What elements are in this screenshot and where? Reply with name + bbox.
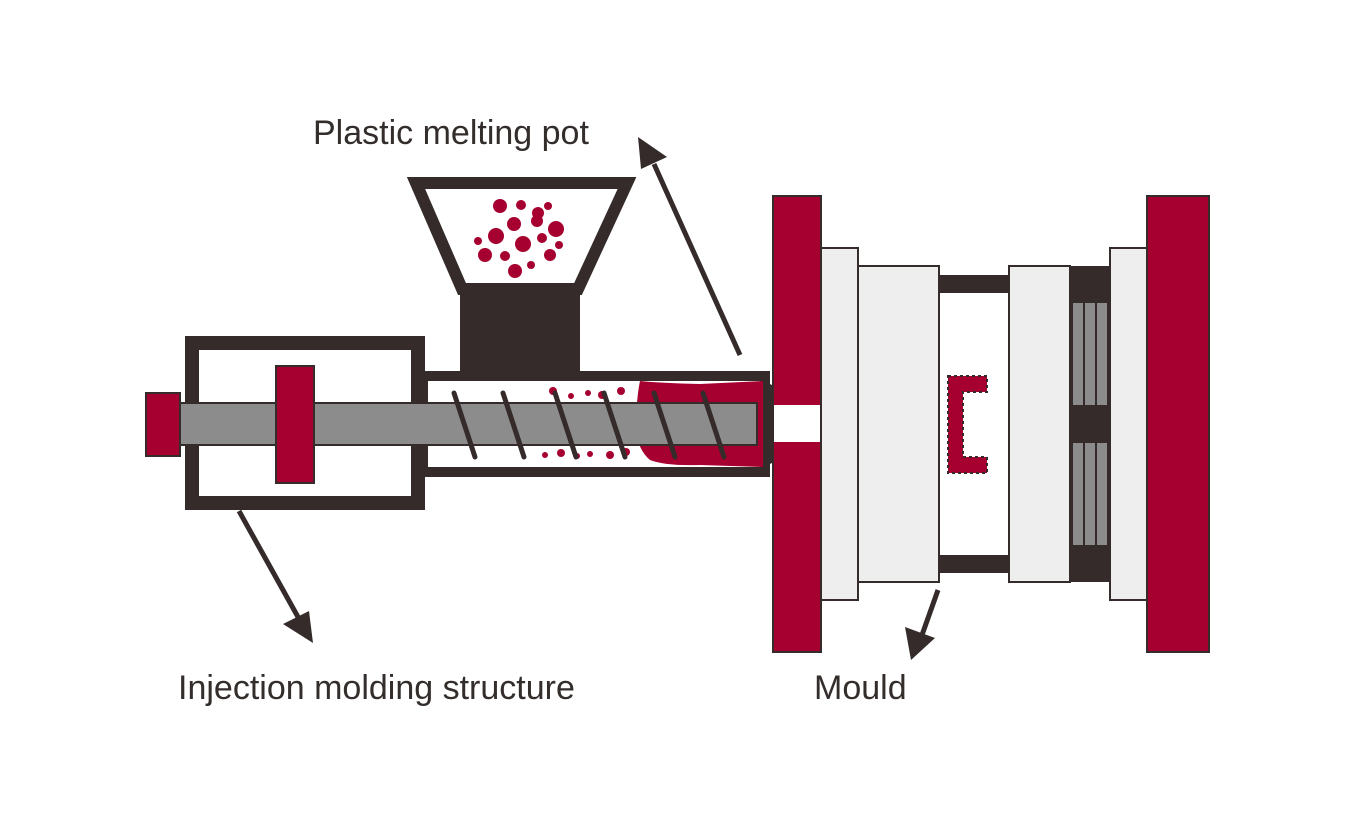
plastic-pellets — [474, 199, 564, 278]
injection-molding-structure-label: Injection molding structure — [178, 669, 575, 707]
arrow-plastic-melting-pot — [638, 137, 743, 357]
plastic-melting-pot-label: Plastic melting pot — [313, 114, 589, 152]
arrow-mould — [905, 589, 941, 660]
fixed-mould-plate — [820, 247, 940, 601]
ejector-block — [1070, 266, 1110, 582]
moving-back-plate — [1109, 247, 1148, 601]
moulded-part — [947, 375, 988, 474]
fixed-platen — [772, 195, 822, 653]
mould-label: Mould — [814, 669, 907, 707]
arrow-injection-molding-structure — [236, 509, 313, 643]
tie-bars — [939, 275, 1009, 573]
hopper — [406, 177, 637, 371]
moving-mould-plate — [1008, 265, 1071, 583]
screw-end-cap — [145, 392, 181, 457]
piston — [275, 365, 315, 484]
moving-platen — [1146, 195, 1210, 653]
